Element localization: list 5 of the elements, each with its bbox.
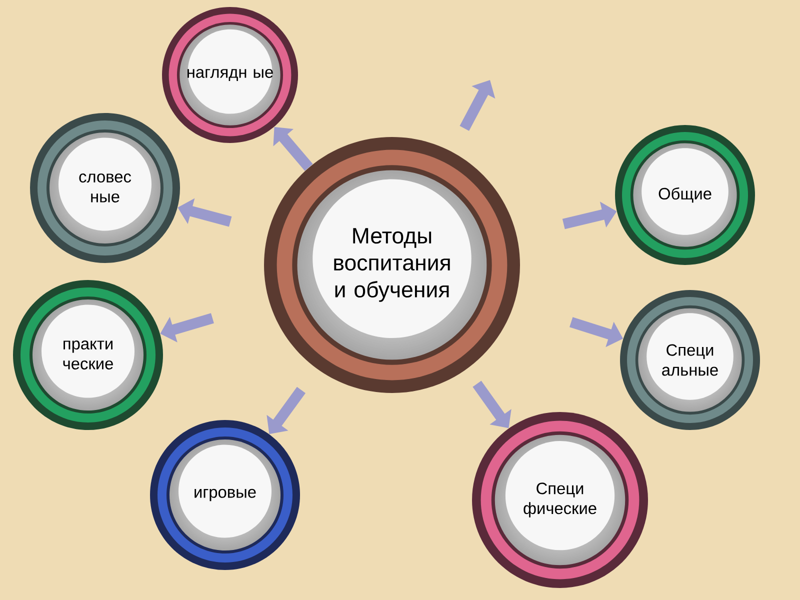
circle-node: Общие (615, 125, 755, 265)
circle-node: игровые (150, 420, 300, 570)
circle-node: Специ фические (472, 412, 648, 588)
circle-node: практи ческие (13, 280, 163, 430)
circle-node: словес ные (30, 113, 180, 263)
